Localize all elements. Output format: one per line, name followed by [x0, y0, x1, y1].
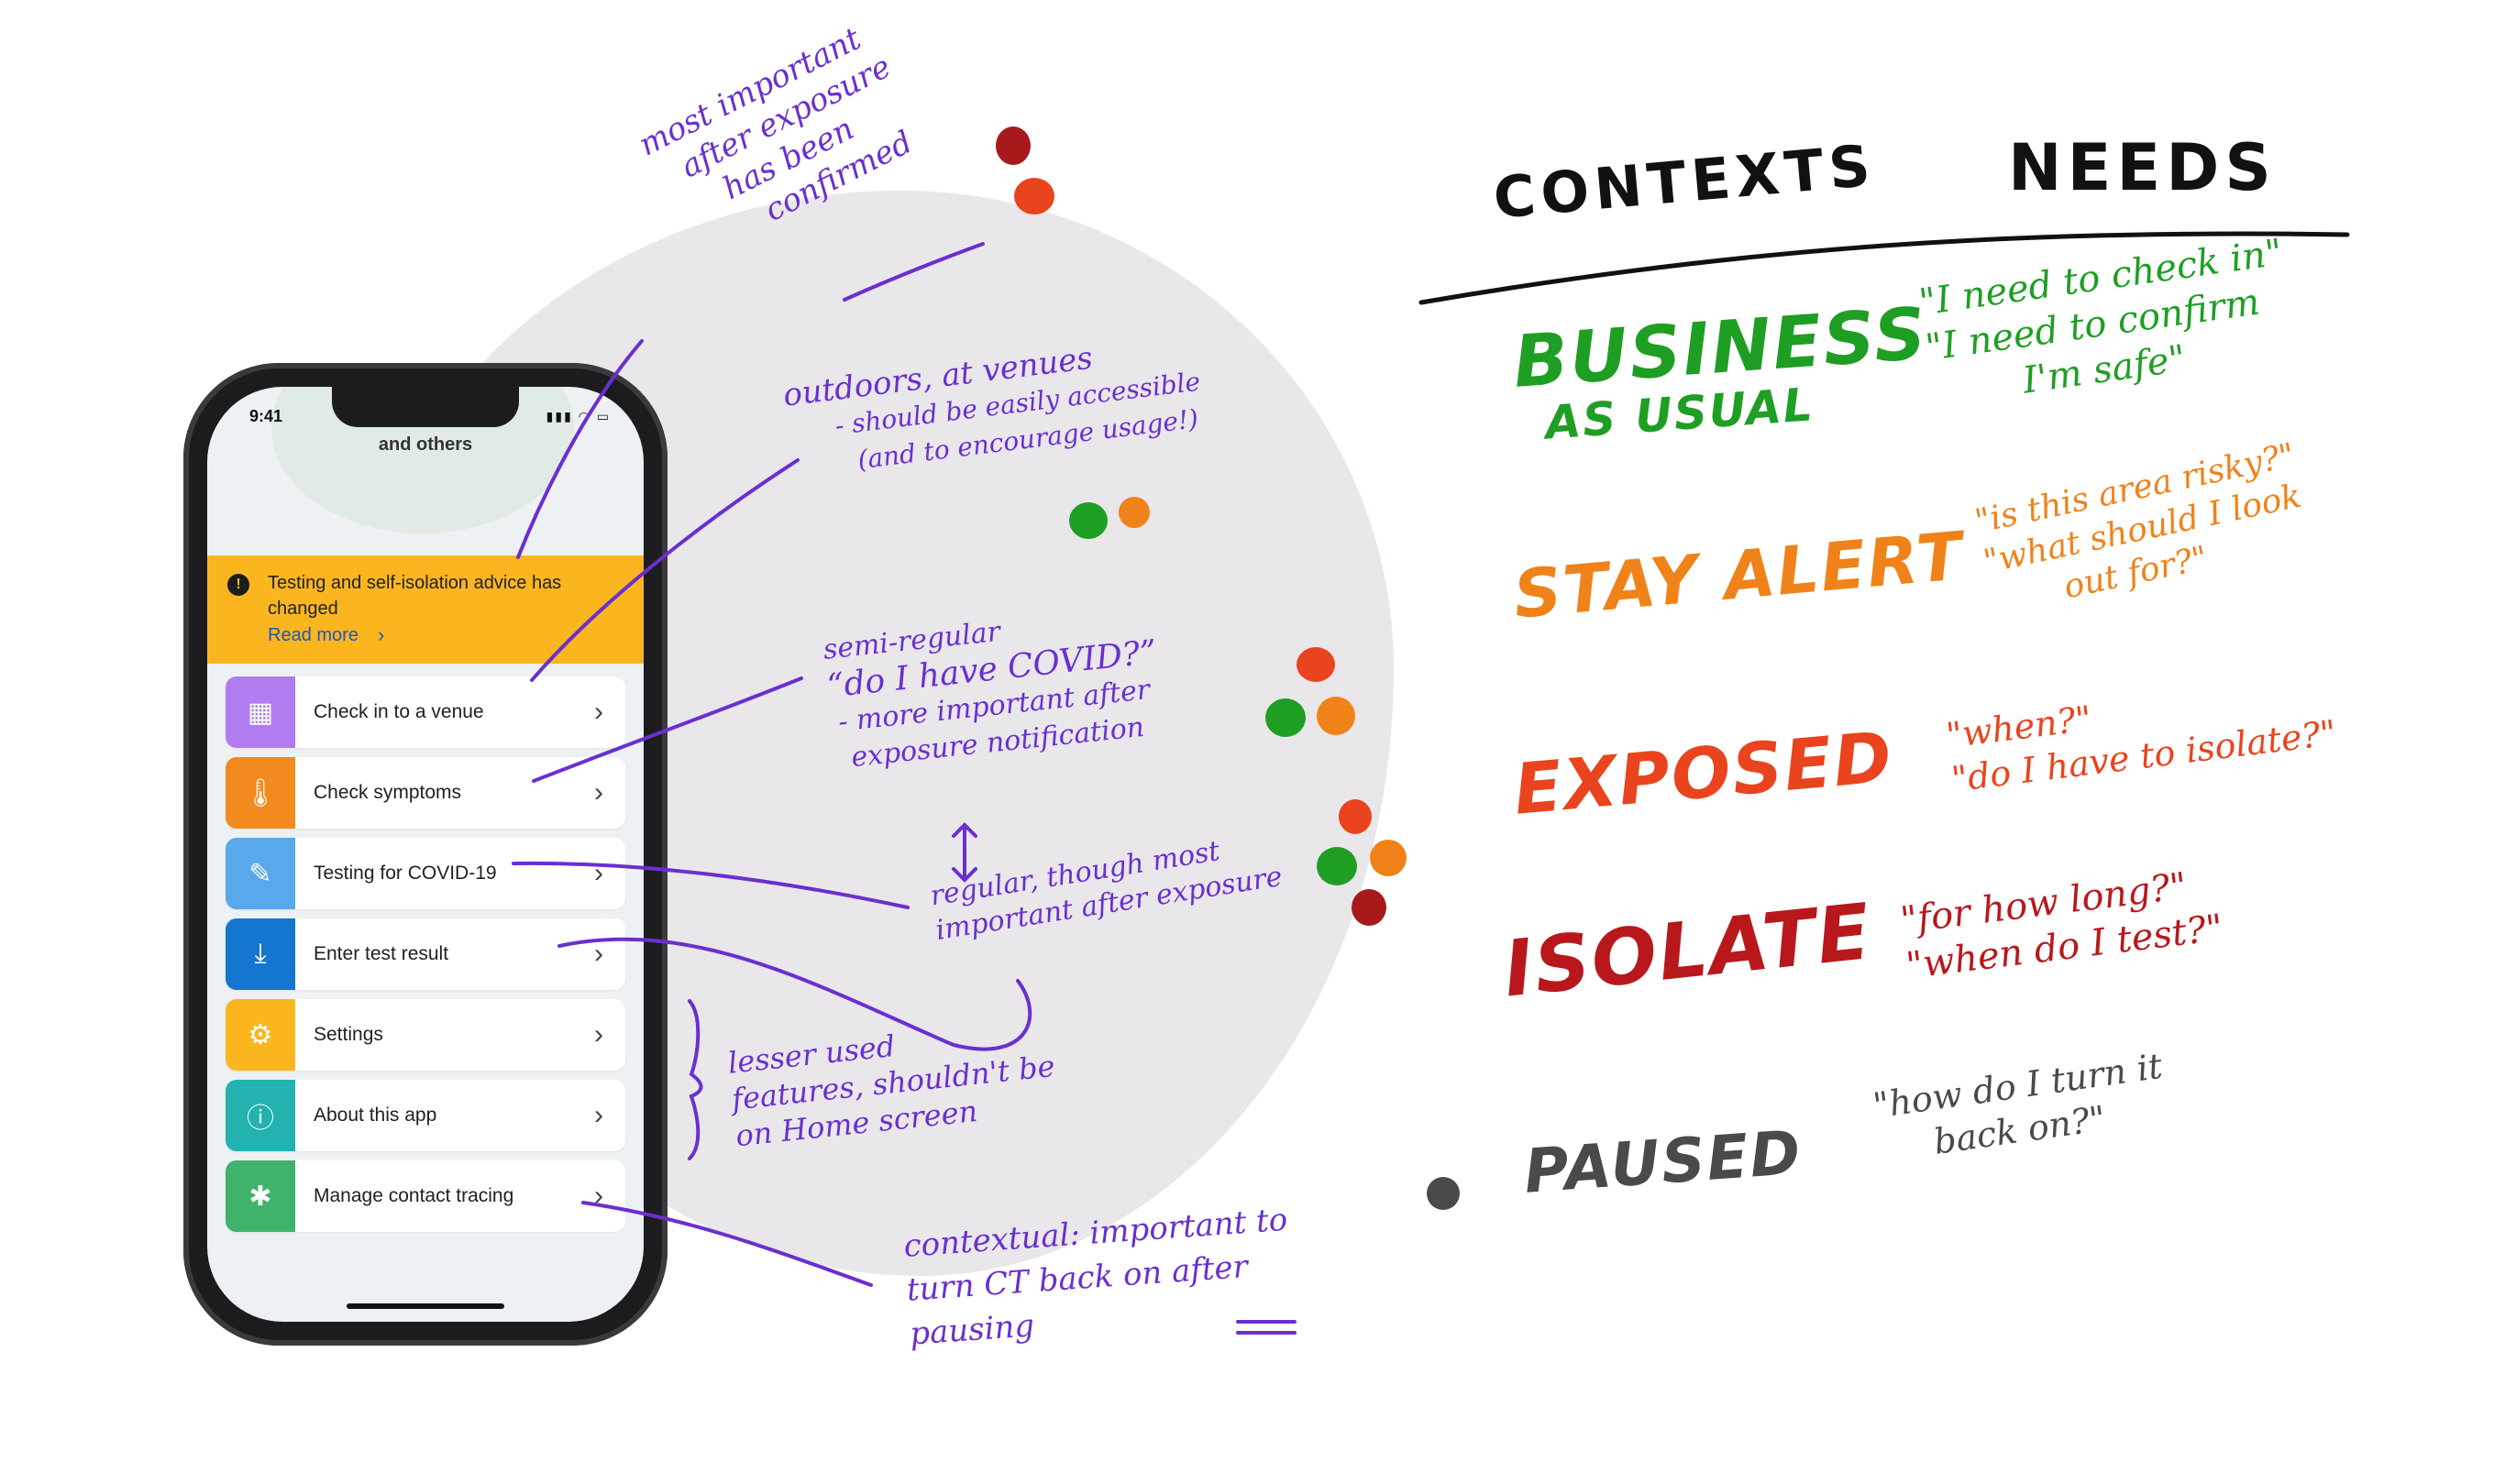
status-time: 9:41 [249, 407, 283, 425]
hero-text: and others [378, 434, 473, 455]
menu-item[interactable]: ⤓ Enter test result › [226, 918, 625, 990]
chevron-right-icon: › [594, 1019, 603, 1050]
warning-icon: ! [227, 574, 249, 596]
thermometer-icon: 🌡 [226, 757, 295, 829]
needs-quote: "is this area risky?""what should I look… [1971, 434, 2315, 623]
menu-item-label: About this app [314, 1105, 437, 1126]
context-label: EXPOSED [1510, 715, 1897, 830]
chevron-right-icon: › [594, 858, 603, 888]
phone-notch [332, 387, 519, 427]
status-icons: ▮▮▮ ◠ ▭ [546, 409, 611, 423]
needs-quote: "when?""do I have to isolate?" [1944, 668, 2339, 802]
qr-code-icon: ▦ [226, 676, 295, 748]
dot-paused [1427, 1177, 1460, 1210]
contexts-header: CONTEXTS [1491, 131, 1879, 232]
advice-banner[interactable]: ! Testing and self-isolation advice has … [207, 555, 644, 664]
menu-item[interactable]: ⚙ Settings › [226, 999, 625, 1071]
chevron-right-icon: › [594, 697, 603, 727]
menu-item-label: Check in to a venue [314, 701, 484, 722]
info-icon: ⓘ [226, 1080, 295, 1151]
needs-header: NEEDS [2008, 130, 2277, 205]
download-icon: ⤓ [226, 918, 295, 990]
home-indicator [347, 1303, 504, 1309]
menu-item[interactable]: ✱ Manage contact tracing › [226, 1160, 625, 1232]
dot-exposed [1339, 799, 1372, 834]
needs-quote: "for how long?""when do I test?" [1898, 860, 2225, 990]
read-more-link[interactable]: Read more [268, 625, 359, 645]
menu-item-label: Testing for COVID-19 [314, 863, 497, 884]
dot-stay-alert [1119, 497, 1150, 528]
context-label-line: EXPOSED [1510, 715, 1897, 830]
context-label-line: STAY ALERT [1510, 517, 1968, 633]
context-label-line: ISOLATE [1499, 885, 1876, 1015]
dot-exposed [1297, 647, 1335, 682]
dot-business [1317, 847, 1357, 885]
dot-stay-alert [1317, 697, 1355, 735]
dot-business [1069, 502, 1108, 539]
home-menu: ▦ Check in to a venue › 🌡 Check symptoms › ✎ Te… [226, 676, 625, 1241]
dot-stay-alert [1370, 840, 1407, 876]
context-label-line: PAUSED [1521, 1116, 1804, 1207]
dot-isolate [996, 126, 1031, 165]
menu-item-label: Enter test result [314, 943, 449, 964]
chevron-right-icon: › [594, 1100, 603, 1130]
menu-item[interactable]: 🌡 Check symptoms › [226, 757, 625, 829]
chevron-right-icon: › [594, 939, 603, 969]
menu-item-label: Check symptoms [314, 782, 462, 803]
menu-item[interactable]: ⓘ About this app › [226, 1080, 625, 1151]
bluetooth-icon: ✱ [226, 1160, 295, 1232]
dot-business [1265, 698, 1306, 737]
test-swab-icon: ✎ [226, 838, 295, 909]
banner-text: Testing and self-isolation advice has ch… [268, 573, 562, 619]
chevron-right-icon: › [594, 1181, 603, 1211]
dot-exposed [1014, 178, 1054, 214]
note-contextual: contextual: important to turn CT back on… [902, 1201, 1289, 1353]
menu-item[interactable]: ✎ Testing for COVID-19 › [226, 838, 625, 909]
menu-item-label: Settings [314, 1024, 383, 1045]
menu-item-label: Manage contact tracing [314, 1185, 514, 1206]
menu-item[interactable]: ▦ Check in to a venue › [226, 676, 625, 748]
chevron-right-icon: › [378, 623, 385, 646]
context-label: PAUSED [1521, 1116, 1804, 1207]
context-label: ISOLATE [1499, 885, 1876, 1015]
phone-screen: 9:41 ▮▮▮ ◠ ▭ and others ! Testing and se… [207, 387, 644, 1322]
chevron-right-icon: › [594, 777, 603, 808]
gear-icon: ⚙ [226, 999, 295, 1071]
dot-isolate [1352, 889, 1386, 926]
context-label: STAY ALERT [1510, 517, 1968, 633]
